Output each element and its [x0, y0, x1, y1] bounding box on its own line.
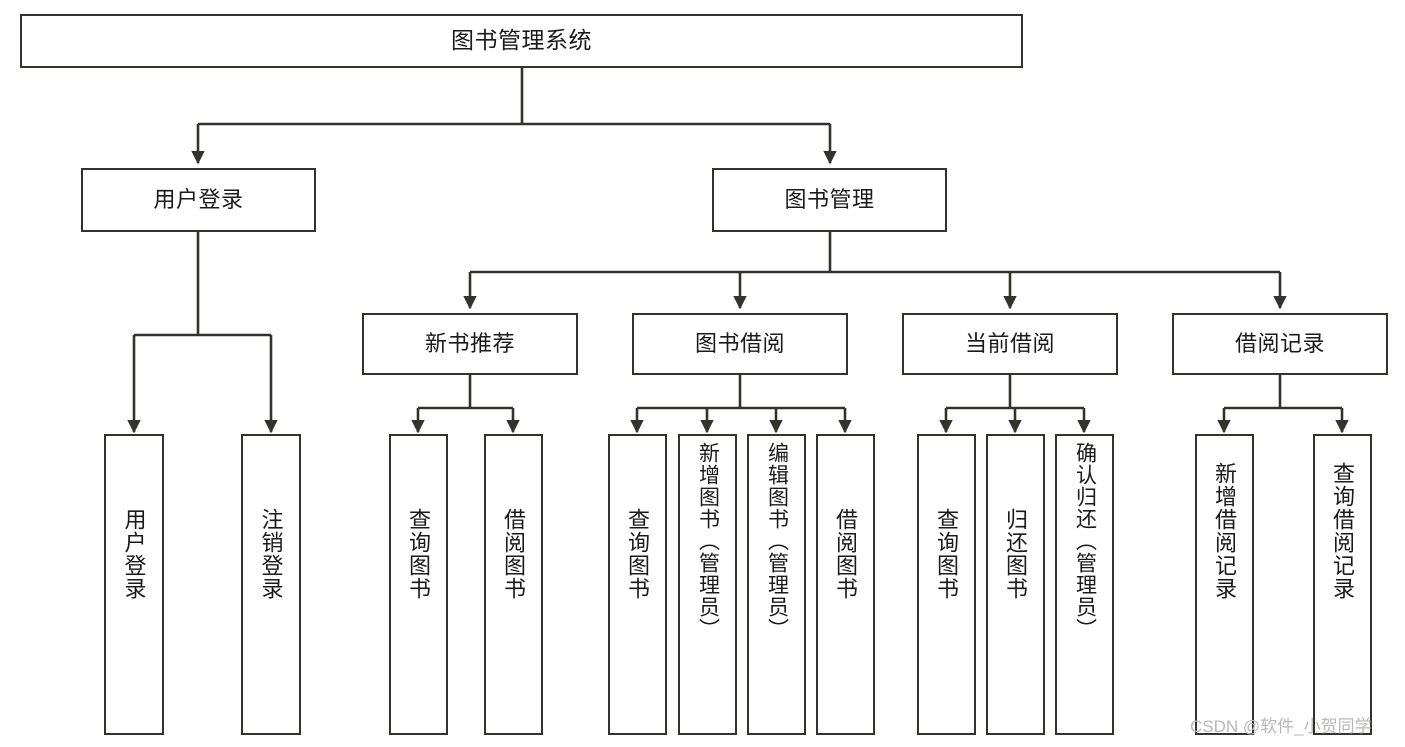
node-label: 查询图书 [625, 508, 651, 600]
node-label: 图书借阅 [694, 331, 785, 357]
node-label: 归还图书 [1003, 508, 1029, 600]
leaf-borrow-book-borrow[interactable]: 借阅图书 [816, 434, 875, 735]
node-book-borrowing[interactable]: 图书借阅 [632, 313, 848, 375]
node-new-book-recommendation[interactable]: 新书推荐 [362, 313, 578, 375]
leaf-query-book-borrow[interactable]: 查询图书 [608, 434, 667, 735]
leaf-query-borrow-record[interactable]: 查询借阅记录 [1313, 434, 1372, 735]
leaf-user-login[interactable]: 用户登录 [104, 434, 164, 735]
leaf-confirm-return-admin[interactable]: 确认归还（管理员） [1055, 434, 1114, 735]
node-label: 借阅图书 [833, 508, 859, 600]
node-user-login[interactable]: 用户登录 [81, 168, 316, 232]
node-root-system[interactable]: 图书管理系统 [20, 14, 1023, 68]
leaf-logout[interactable]: 注销登录 [241, 434, 301, 735]
node-label: 用户登录 [121, 508, 147, 600]
leaf-add-borrow-record[interactable]: 新增借阅记录 [1195, 434, 1254, 735]
node-label: 用户登录 [153, 187, 244, 213]
node-label: 借阅图书 [501, 508, 527, 600]
node-label: 借阅记录 [1234, 331, 1325, 357]
leaf-borrow-book-newbook[interactable]: 借阅图书 [484, 434, 543, 735]
node-borrow-record[interactable]: 借阅记录 [1172, 313, 1388, 375]
node-label: 图书管理 [784, 187, 875, 213]
leaf-edit-book-admin[interactable]: 编辑图书（管理员） [747, 434, 806, 735]
node-label: 新增借阅记录 [1212, 462, 1238, 600]
leaf-add-book-admin[interactable]: 新增图书（管理员） [678, 434, 737, 735]
node-book-management[interactable]: 图书管理 [712, 168, 947, 232]
node-label: 新增图书（管理员） [696, 442, 720, 640]
csdn-watermark: CSDN @软件_小贺同学 [1190, 717, 1372, 736]
node-label: 查询图书 [406, 508, 432, 600]
node-label: 查询借阅记录 [1330, 462, 1356, 600]
node-label: 确认归还（管理员） [1073, 442, 1097, 640]
leaf-query-book-current[interactable]: 查询图书 [917, 434, 976, 735]
node-label: 当前借阅 [964, 331, 1055, 357]
node-label: 编辑图书（管理员） [765, 442, 789, 640]
node-current-borrowing[interactable]: 当前借阅 [902, 313, 1118, 375]
node-label: 新书推荐 [424, 331, 515, 357]
node-label: 图书管理系统 [451, 27, 592, 54]
node-label: 查询图书 [934, 508, 960, 600]
leaf-query-book-newbook[interactable]: 查询图书 [389, 434, 448, 735]
leaf-return-book[interactable]: 归还图书 [986, 434, 1045, 735]
node-label: 注销登录 [258, 508, 284, 600]
